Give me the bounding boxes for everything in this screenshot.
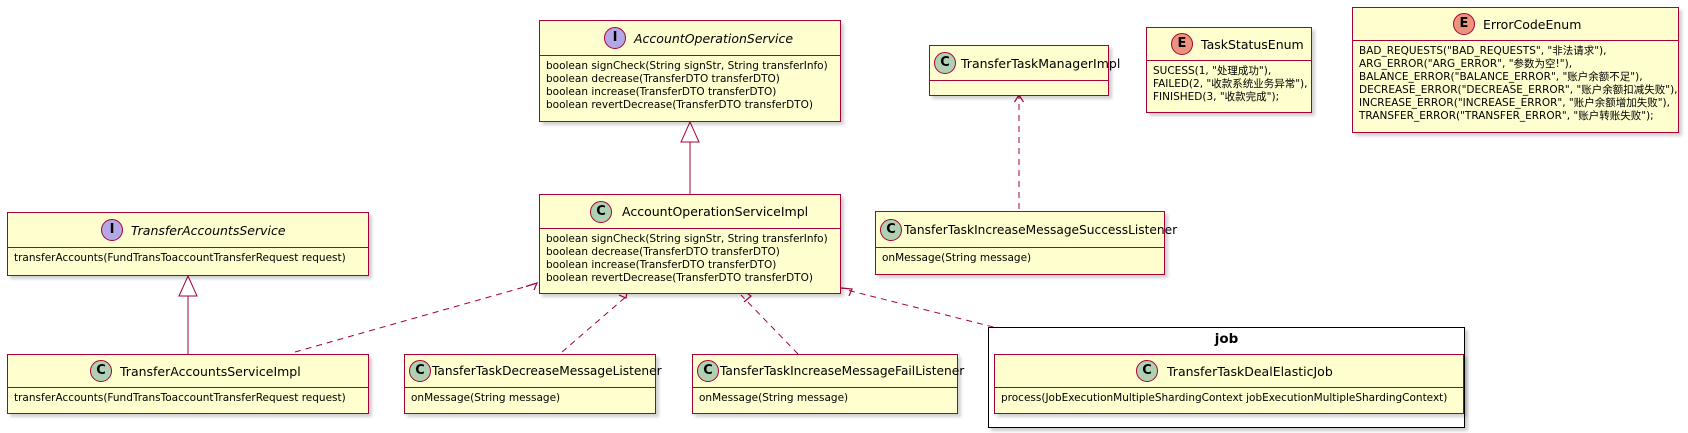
method: transferAccounts(FundTransToaccountTrans… [14, 392, 346, 404]
realization-arrowhead [178, 274, 198, 297]
class-icon: C [934, 52, 956, 74]
method: boolean signCheck(String signStr, String… [546, 233, 828, 245]
class-transfer-accounts-service[interactable]: I TransferAccountsService transferAccoun… [7, 212, 369, 276]
enum-icon: E [1171, 33, 1193, 55]
method: onMessage(String message) [882, 252, 1032, 264]
class-icon: C [880, 218, 902, 241]
dependency-line [561, 294, 629, 353]
enum-icon: E [1453, 13, 1475, 35]
method: transferAccounts(FundTransToaccountTrans… [14, 252, 346, 264]
method: onMessage(String message) [411, 392, 561, 404]
class-icon: C [409, 360, 431, 382]
enum-error-code[interactable]: E ErrorCodeEnum BAD_REQUESTS("BAD_REQUES… [1352, 7, 1679, 133]
dependency-arrowhead [840, 287, 853, 297]
class-name: TransferTaskDealElasticJob [1167, 363, 1333, 379]
method: boolean revertDecrease(TransferDTO trans… [546, 99, 813, 111]
class-name: TansferTaskDecreaseMessageListener [432, 364, 662, 378]
method: process(JobExecutionMultipleShardingCont… [1001, 392, 1448, 404]
class-increase-message-success-listener[interactable]: C TansferTaskIncreaseMessageSuccessListe… [875, 211, 1177, 275]
class-icon: C [590, 200, 612, 223]
class-name: TansferTaskIncreaseMessageSuccessListene… [904, 222, 1178, 237]
class-name: AccountOperationService [634, 30, 794, 46]
dependency-line [294, 285, 529, 353]
class-name: TransferTaskManagerImpl [961, 55, 1121, 71]
class-icon: C [1136, 360, 1158, 382]
class-name: TaskStatusEnum [1201, 36, 1304, 52]
method: boolean increase(TransferDTO transferDTO… [546, 259, 777, 271]
class-account-operation-service[interactable]: I AccountOperationService boolean signCh… [539, 20, 841, 122]
dependency-line [740, 294, 799, 355]
enum-constant: FAILED(2, "收款系统业务异常"), [1153, 78, 1308, 90]
class-increase-message-fail-listener[interactable]: C TansferTaskIncreaseMessageFailListener… [692, 354, 964, 414]
class-transfer-task-manager-impl[interactable]: C TransferTaskManagerImpl [929, 45, 1120, 96]
method: boolean decrease(TransferDTO transferDTO… [546, 246, 780, 258]
enum-constant: SUCESS(1, "处理成功"), [1153, 65, 1272, 77]
enum-constant: FINISHED(3, "收款完成"); [1153, 91, 1280, 103]
enum-constant: BAD_REQUESTS("BAD_REQUESTS", "非法请求"), [1359, 45, 1607, 57]
class-transfer-task-deal-elastic-job[interactable]: C TransferTaskDealElasticJob process(Job… [994, 354, 1464, 414]
class-name: TansferTaskIncreaseMessageFailListener [720, 364, 965, 378]
class-account-operation-service-impl[interactable]: C AccountOperationServiceImpl boolean si… [539, 194, 841, 294]
class-decrease-message-listener[interactable]: C TansferTaskDecreaseMessageListener onM… [404, 354, 662, 414]
method: boolean decrease(TransferDTO transferDTO… [546, 73, 780, 85]
interface-icon: I [604, 27, 626, 49]
enum-constant: TRANSFER_ERROR("TRANSFER_ERROR", "账户转账失败… [1359, 110, 1654, 122]
method: boolean signCheck(String signStr, String… [546, 60, 828, 72]
method: boolean increase(TransferDTO transferDTO… [546, 86, 777, 98]
class-name: ErrorCodeEnum [1483, 16, 1582, 32]
class-icon: C [697, 360, 719, 382]
class-name: TransferAccountsServiceImpl [120, 363, 301, 379]
method: boolean revertDecrease(TransferDTO trans… [546, 272, 813, 284]
enum-task-status[interactable]: E TaskStatusEnum SUCESS(1, "处理成功"), FAIL… [1146, 27, 1312, 113]
class-icon: C [90, 360, 112, 382]
package-title: job [1214, 331, 1239, 347]
dependency-arrowhead [525, 282, 539, 291]
method: onMessage(String message) [699, 392, 849, 404]
class-name: AccountOperationServiceImpl [622, 204, 809, 219]
enum-constant: BALANCE_ERROR("BALANCE_ERROR", "账户余额不足")… [1359, 71, 1643, 83]
class-transfer-accounts-service-impl[interactable]: C TransferAccountsServiceImpl transferAc… [7, 354, 369, 414]
enum-constant: ARG_ERROR("ARG_ERROR", "参数为空!"), [1359, 58, 1573, 70]
enum-constant: INCREASE_ERROR("INCREASE_ERROR", "账户余额增加… [1359, 97, 1670, 109]
realization-arrowhead [680, 120, 700, 143]
enum-constant: DECREASE_ERROR("DECREASE_ERROR", "账户余额扣减… [1359, 84, 1678, 96]
class-name: TransferAccountsService [131, 222, 286, 238]
interface-icon: I [101, 219, 123, 241]
